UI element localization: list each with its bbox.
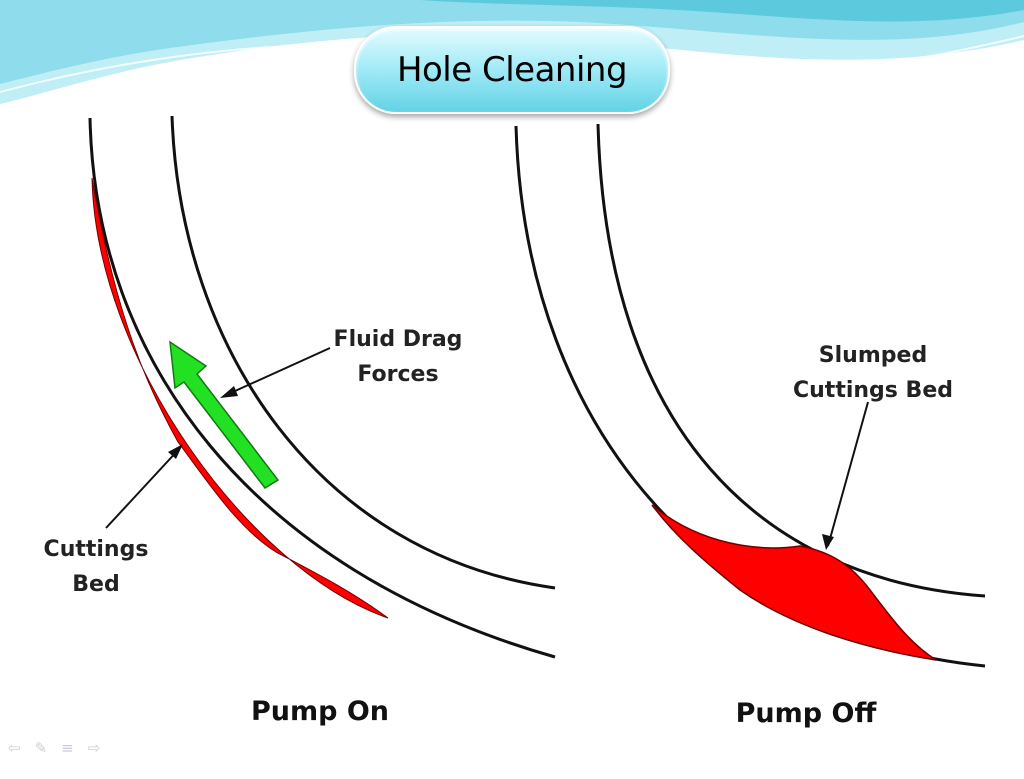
slide-menu-icon[interactable]: ≡ [61,739,74,757]
pump-off-caption: Pump Off [735,698,877,729]
previous-slide-icon[interactable]: ⇦ [8,739,21,757]
fluid-drag-label-line1: Fluid Drag [333,327,463,352]
drag-label-arrowhead [220,386,238,398]
bed-label-pointer [105,447,181,529]
left-cuttings-bed [91,177,389,619]
right-slumped-cuttings-bed [651,504,937,661]
pen-tool-icon[interactable]: ✎ [34,739,48,757]
next-slide-icon[interactable]: ⇨ [87,739,101,757]
cuttings-bed-label: Cuttings Bed [28,532,164,602]
fluid-drag-label: Fluid Drag Forces [318,322,478,392]
slumped-label-pointer [827,401,869,547]
pump-on-caption: Pump On [250,696,390,727]
slide-navigation: ⇦ ✎ ≡ ⇨ [8,738,100,758]
slide-title-pill: Hole Cleaning [354,26,670,114]
fluid-drag-label-line2: Forces [357,362,439,387]
cuttings-bed-label-line2: Bed [72,572,120,597]
fluid-drag-arrow [169,340,280,489]
header-wave-decoration [0,0,1024,104]
slumped-cuttings-bed-label: Slumped Cuttings Bed [776,338,970,408]
right-borehole-outer-wall [596,123,986,598]
slide-title: Hole Cleaning [396,50,628,90]
slumped-label-line1: Slumped [818,343,928,368]
left-borehole-inner-wall [88,117,556,659]
drag-label-pointer [223,347,331,397]
slumped-label-arrowhead [822,534,834,550]
left-borehole-outer-wall [170,115,556,590]
slumped-label-line2: Cuttings Bed [793,378,953,403]
bed-label-arrowhead [168,444,183,459]
cuttings-bed-label-line1: Cuttings [43,537,149,562]
